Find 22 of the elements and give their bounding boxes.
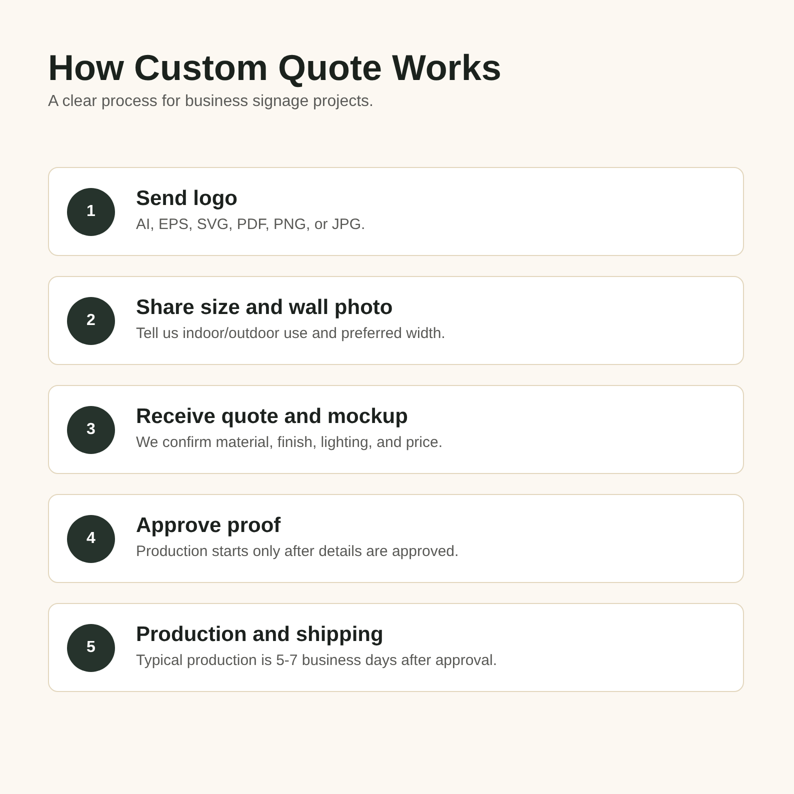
- step-title: Production and shipping: [136, 622, 384, 648]
- step-title: Approve proof: [136, 513, 281, 539]
- step-card: [48, 276, 744, 365]
- step-number: 5: [67, 624, 115, 672]
- step-card: [48, 603, 744, 692]
- page-subtitle: A clear process for business signage projects.: [48, 92, 374, 112]
- step-description: We confirm material, finish, lighting, and price.: [136, 433, 443, 452]
- step-number: 2: [67, 297, 115, 345]
- step-description: AI, EPS, SVG, PDF, PNG, or JPG.: [136, 215, 366, 234]
- step-title: Share size and wall photo: [136, 295, 393, 321]
- step-title: Send logo: [136, 186, 238, 212]
- step-description: Typical production is 5-7 business days after approval.: [136, 651, 498, 670]
- step-card: [48, 494, 744, 583]
- step-number: 3: [67, 406, 115, 454]
- page-title: How Custom Quote Works: [48, 46, 502, 90]
- step-description: Production starts only after details are approved.: [136, 542, 459, 561]
- step-card: [48, 167, 744, 256]
- step-description: Tell us indoor/outdoor use and preferred width.: [136, 324, 446, 343]
- step-number: 4: [67, 515, 115, 563]
- step-number: 1: [67, 188, 115, 236]
- step-card: [48, 385, 744, 474]
- step-title: Receive quote and mockup: [136, 404, 408, 430]
